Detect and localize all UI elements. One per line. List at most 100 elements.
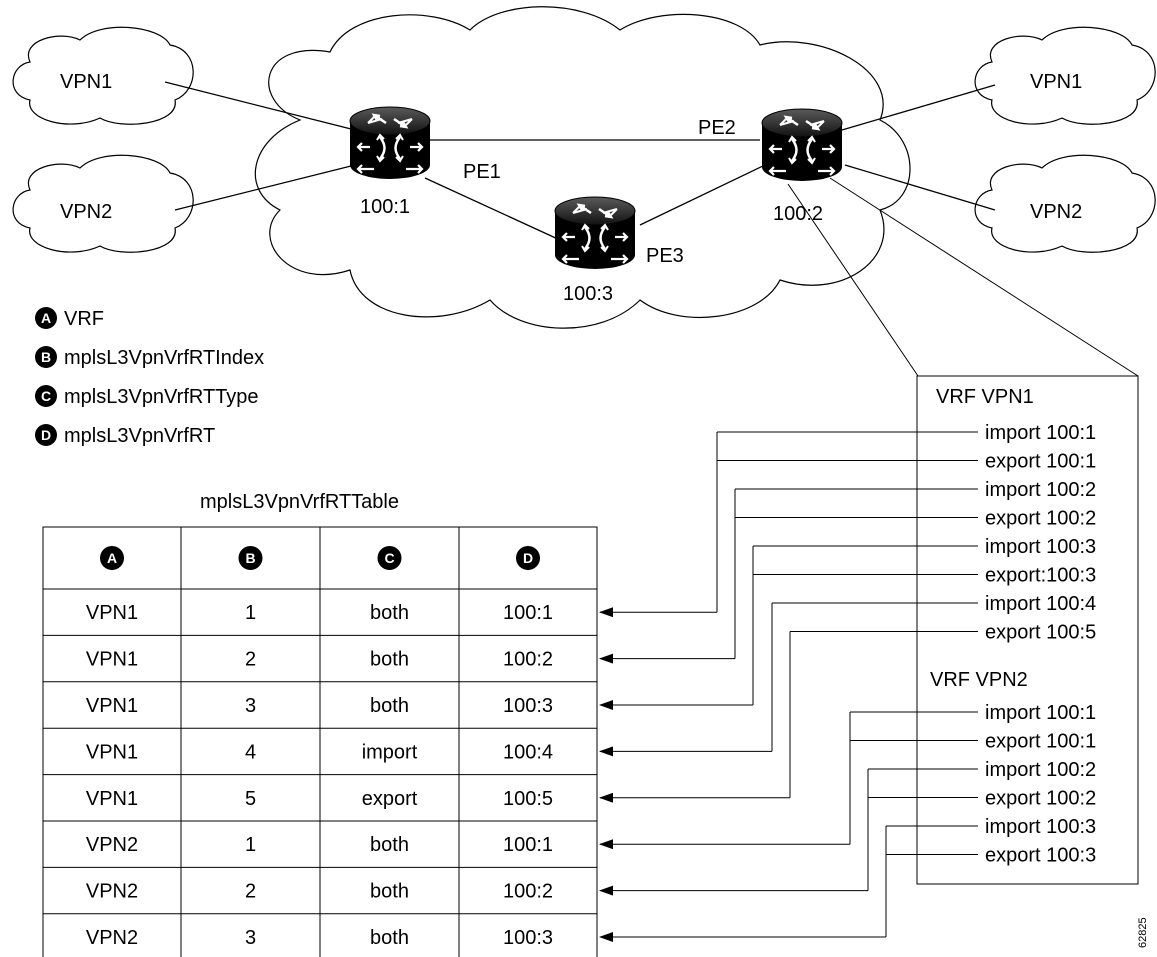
table-row: VPN2 3 both 100:3 [86,927,553,949]
router-pe1-name: PE1 [463,161,501,183]
table-cell: 1 [245,602,256,624]
table-cell: VPN1 [86,788,138,810]
vrf-vpn1-line: export 100:1 [985,451,1096,473]
table-cell: 100:2 [503,649,553,671]
table-header-a-circle [100,546,124,570]
table-row: VPN2 2 both 100:2 [86,881,553,903]
vrf-vpn2-line: import 100:1 [985,702,1096,724]
table-cell: 100:5 [503,788,553,810]
table-cell: 100:3 [503,927,553,949]
vrf-vpn1-line: import 100:3 [985,536,1096,558]
table-cell: export [362,788,418,810]
table-cell: both [370,834,409,856]
router-pe3-name: PE3 [646,245,684,267]
table-cell: VPN2 [86,927,138,949]
vrf-vpn2-title: VRF VPN2 [930,669,1028,691]
vrf-vpn2-line: export 100:3 [985,845,1096,867]
table-header-b-letter: B [245,550,255,566]
table-cell: both [370,602,409,624]
vrf-vpn1-line: import 100:4 [985,593,1096,615]
table-cell: both [370,695,409,717]
router-pe3-rd: 100:3 [563,283,613,305]
legend-label-c: mplsL3VpnVrfRTType [64,386,259,408]
table-row: VPN1 5 export 100:5 [86,788,553,810]
table-cell: both [370,927,409,949]
vrf-vpn1-line: export:100:3 [985,565,1096,587]
legend-badge-d-circle [35,424,57,446]
router-pe2: PE2 100:2 [698,107,844,225]
legend-label-a: VRF [64,308,104,330]
network-links [164,81,996,241]
connector-arrows [599,431,978,942]
table-cell: VPN1 [86,649,138,671]
router-pe2-icon [760,107,844,183]
router-pe1: PE1 100:1 [348,105,501,218]
cloud-right-bottom: VPN2 [974,154,1156,253]
table-header-d: D [516,546,540,570]
router-pe2-name: PE2 [698,117,736,139]
vrf-vpn2-line: export 100:1 [985,731,1096,753]
legend-label-d: mplsL3VpnVrfRT [64,425,215,447]
vrf-vpn1-line: export 100:5 [985,622,1096,644]
table-cell: 100:1 [503,602,553,624]
legend-badge-b-circle [35,346,57,368]
legend-badge-a-circle [35,307,57,329]
table-header-c: C [377,546,402,570]
vrf-vpn1-config: VRF VPN1 import 100:1 export 100:1 import … [936,386,1096,644]
cloud-right-top-label: VPN1 [1030,71,1082,93]
vrf-vpn2-line: export 100:2 [985,788,1096,810]
legend-badge-a-letter: A [41,310,51,326]
table-header-a-letter: A [107,550,117,566]
table-cell: VPN2 [86,834,138,856]
legend-badge-a: A [35,307,57,329]
legend-badge-b-letter: B [41,349,51,365]
table-header-c-letter: C [384,550,394,566]
router-pe2-rd: 100:2 [773,203,823,225]
table-cell: VPN1 [86,602,138,624]
table-cell: 3 [245,695,256,717]
table-cell: both [370,881,409,903]
table-cell: 100:2 [503,881,553,903]
table-header-b-circle [238,546,263,570]
table-cell: VPN1 [86,741,138,763]
legend-badge-c-circle [35,385,57,407]
table-header-a: A [100,546,124,570]
legend-badge-d-letter: D [41,427,51,443]
table-cell: 5 [245,788,256,810]
router-pe1-rd: 100:1 [360,196,410,218]
table-header-c-circle [377,546,402,570]
legend-badge-c: C [35,385,57,407]
table-cell: 4 [245,741,256,763]
vrf-vpn2-config: VRF VPN2 import 100:1 export 100:1 import … [930,669,1096,867]
vrf-vpn1-title: VRF VPN1 [936,386,1034,408]
table-cell: 3 [245,927,256,949]
table-header-d-letter: D [523,550,533,566]
vrf-vpn2-line: import 100:3 [985,816,1096,838]
table-header-d-circle [516,546,540,570]
cloud-right-top: VPN1 [974,26,1156,125]
table-cell: 1 [245,834,256,856]
vrf-vpn1-line: import 100:1 [985,422,1096,444]
table-cell: 2 [245,881,256,903]
legend-badge-b: B [35,346,57,368]
table-cell: VPN1 [86,695,138,717]
cloud-right-bottom-label: VPN2 [1030,201,1082,223]
table-cell: both [370,649,409,671]
figure-id: 62825 [1137,917,1149,948]
router-pe3-icon [553,195,637,271]
vrf-vpn2-line: import 100:2 [985,759,1096,781]
table-cell: 2 [245,649,256,671]
cloud-left-bottom: VPN2 [12,154,194,253]
table-cell: 100:4 [503,741,553,763]
table-row: VPN1 1 both 100:1 [86,602,553,624]
table-title: mplsL3VpnVrfRTTable [200,491,399,513]
router-pe3: PE3 100:3 [553,195,684,305]
router-pe1-icon [348,105,432,181]
table-cell: VPN2 [86,881,138,903]
cloud-left-top-label: VPN1 [60,71,112,93]
